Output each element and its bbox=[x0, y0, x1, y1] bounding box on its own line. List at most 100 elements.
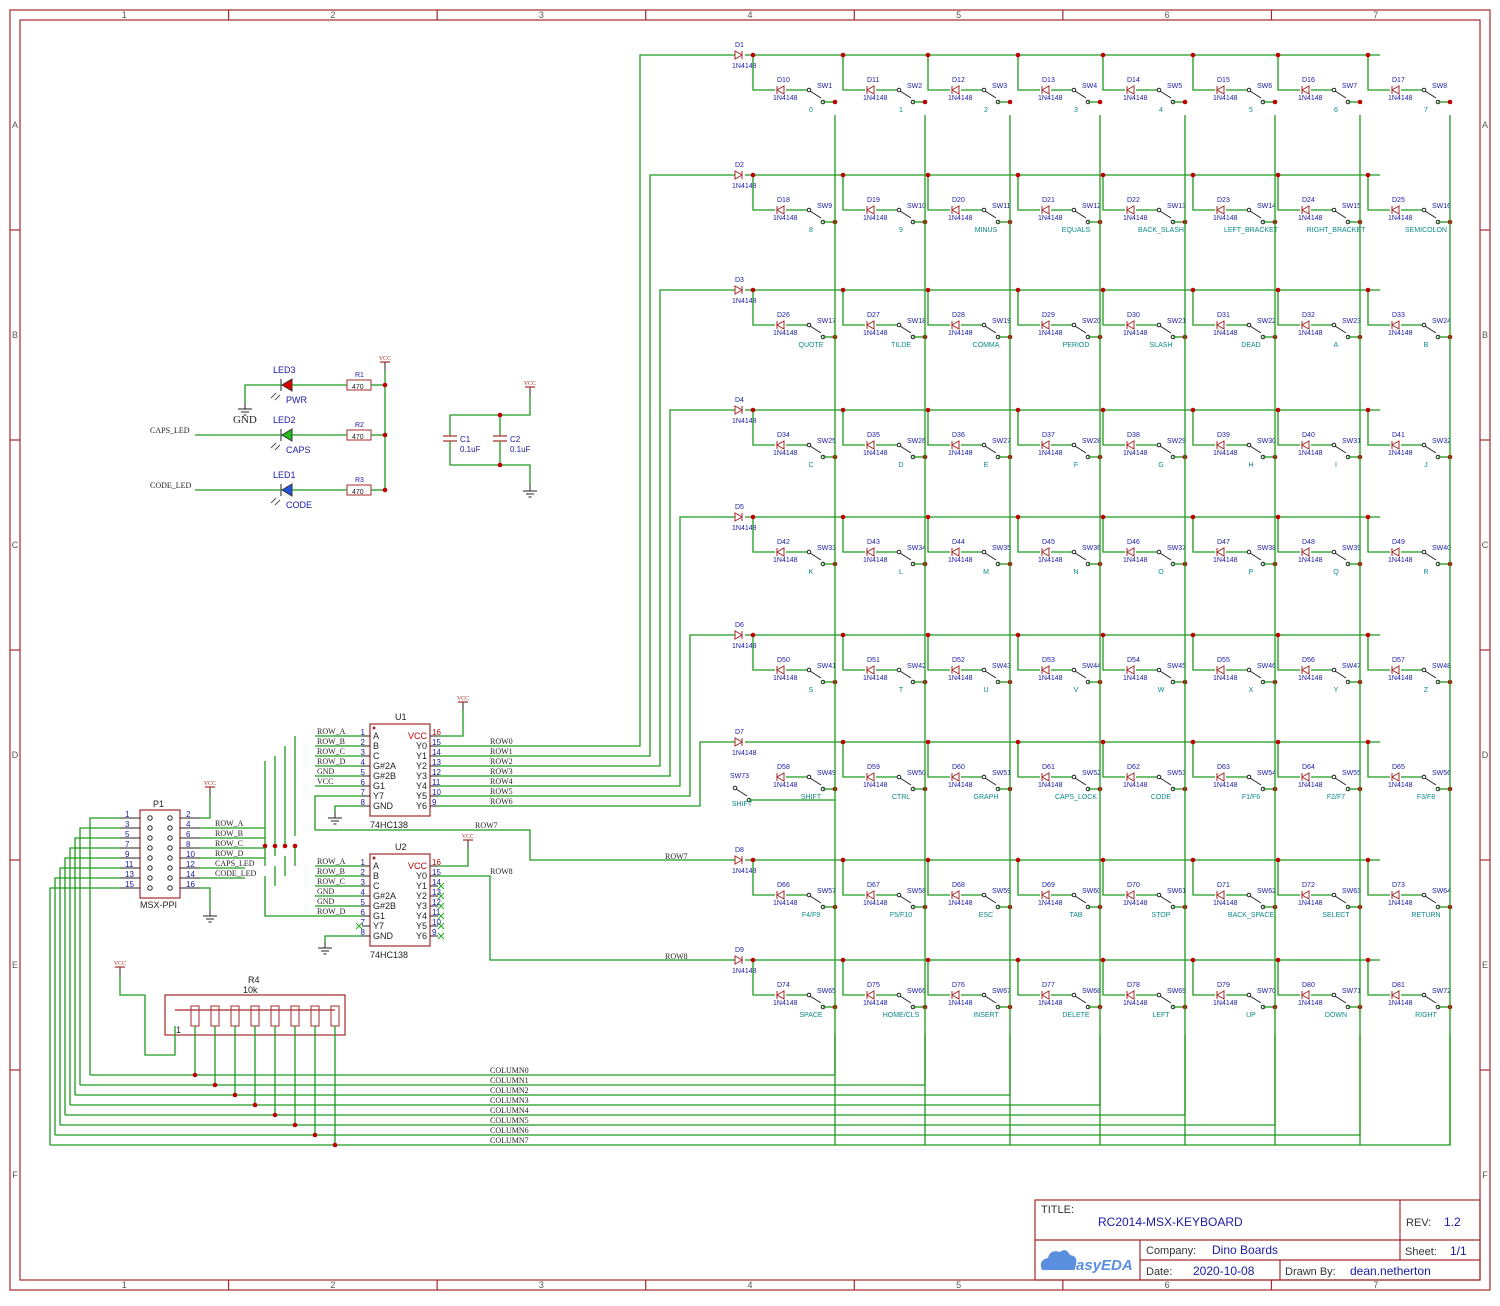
key-label: N bbox=[1073, 569, 1078, 576]
diode-body bbox=[734, 855, 744, 865]
connector-net: ROW_A bbox=[215, 819, 244, 828]
connector-pin-odd: 5 bbox=[125, 830, 130, 839]
wire bbox=[927, 860, 950, 896]
diode-body bbox=[1300, 320, 1310, 330]
no-connect-mark bbox=[437, 912, 445, 920]
key-label: E bbox=[984, 462, 989, 469]
u2-output-net: ROW8 bbox=[490, 867, 513, 876]
matrix-diode-part: 1N4148 bbox=[1038, 450, 1063, 457]
ic-pin-name: GND bbox=[373, 801, 394, 811]
key-switch bbox=[1246, 87, 1266, 105]
vcc-symbol: VCC bbox=[524, 381, 536, 395]
ic-pin-name: GND bbox=[373, 931, 394, 941]
switch-ref: SW36 bbox=[1082, 545, 1101, 552]
switch-ref: SW31 bbox=[1342, 438, 1361, 445]
switch-contact bbox=[896, 549, 902, 555]
matrix-diode-part: 1N4148 bbox=[948, 900, 973, 907]
key-switch bbox=[981, 322, 1001, 340]
key-label: DELETE bbox=[1062, 1012, 1090, 1019]
key-switch bbox=[1246, 667, 1266, 685]
diode-body bbox=[1215, 440, 1225, 450]
wire bbox=[200, 887, 211, 910]
key-switch bbox=[1331, 667, 1351, 685]
ic-pin-name: G#2A bbox=[373, 891, 396, 901]
switch-contact bbox=[806, 442, 812, 448]
junction-dot bbox=[1015, 957, 1021, 963]
switch-lever bbox=[1334, 995, 1347, 1004]
led-ref: LED1 bbox=[273, 470, 296, 480]
matrix-diode bbox=[865, 890, 875, 900]
vcc-symbol: VCC bbox=[457, 696, 469, 710]
switch-lever bbox=[1334, 895, 1347, 904]
junction-dot bbox=[497, 462, 503, 468]
switch-ref: SW4 bbox=[1082, 83, 1097, 90]
grid-column-label: 7 bbox=[1373, 1280, 1378, 1290]
connector-ref: P1 bbox=[153, 799, 164, 809]
key-switch bbox=[1246, 442, 1266, 460]
matrix-diode bbox=[1300, 990, 1310, 1000]
switch-contact bbox=[732, 785, 738, 791]
matrix-diode-part: 1N4148 bbox=[1038, 1000, 1063, 1007]
matrix-diode-part: 1N4148 bbox=[1038, 557, 1063, 564]
diode-body bbox=[950, 890, 960, 900]
switch-ref: SW23 bbox=[1342, 318, 1361, 325]
connector-pin-odd: 15 bbox=[125, 880, 134, 889]
diode-body bbox=[775, 772, 785, 782]
matrix-diode-ref: D32 bbox=[1302, 312, 1315, 319]
grid-row-label: B bbox=[12, 330, 18, 340]
key-label: Z bbox=[1424, 687, 1429, 694]
wire bbox=[119, 975, 176, 1056]
key-label: SPACE bbox=[799, 1012, 823, 1019]
switch-ref: SW8 bbox=[1432, 83, 1447, 90]
switch-contact bbox=[1421, 667, 1427, 673]
switch-lever bbox=[1249, 325, 1262, 334]
switch-contact bbox=[1421, 892, 1427, 898]
switch-lever bbox=[1074, 777, 1087, 786]
grid-row-label: B bbox=[1482, 330, 1488, 340]
wire bbox=[1102, 960, 1125, 996]
junction-dot bbox=[750, 407, 756, 413]
matrix-diode bbox=[865, 440, 875, 450]
key-switch bbox=[1246, 207, 1266, 225]
matrix-diode-ref: D24 bbox=[1302, 197, 1315, 204]
wire bbox=[74, 837, 120, 1095]
connector-pin-even: 8 bbox=[186, 840, 191, 849]
switch-ref: SW2 bbox=[907, 83, 922, 90]
wire bbox=[1367, 55, 1390, 91]
switch-ref: SW66 bbox=[907, 988, 926, 995]
switch-lever bbox=[1249, 895, 1262, 904]
matrix-diode-ref: D12 bbox=[952, 77, 965, 84]
no-connect-mark bbox=[355, 922, 363, 930]
matrix-diode-ref: D10 bbox=[777, 77, 790, 84]
switch-ref: SW21 bbox=[1167, 318, 1186, 325]
junction-dot bbox=[1190, 957, 1196, 963]
switch-ref: SW52 bbox=[1082, 770, 1101, 777]
matrix-diode-part: 1N4148 bbox=[1038, 900, 1063, 907]
matrix-diode-part: 1N4148 bbox=[948, 675, 973, 682]
switch-contact bbox=[1246, 774, 1252, 780]
wire bbox=[1017, 860, 1040, 896]
wire bbox=[438, 634, 735, 797]
diode-body bbox=[950, 85, 960, 95]
wire bbox=[1102, 410, 1125, 446]
row-diode-ref: D4 bbox=[735, 397, 744, 404]
ic-pin-name: VCC bbox=[408, 731, 428, 741]
junction-dot bbox=[1190, 407, 1196, 413]
switch-ref: SW40 bbox=[1432, 545, 1451, 552]
key-label: T bbox=[899, 687, 904, 694]
matrix-diode-part: 1N4148 bbox=[948, 557, 973, 564]
wire bbox=[1102, 742, 1125, 778]
matrix-diode-ref: D14 bbox=[1127, 77, 1140, 84]
switch-lever bbox=[1159, 445, 1172, 454]
matrix-diode bbox=[950, 440, 960, 450]
connector-pin-odd: 13 bbox=[125, 870, 134, 879]
matrix-diode-part: 1N4148 bbox=[1213, 557, 1238, 564]
diode-body bbox=[950, 990, 960, 1000]
matrix-diode bbox=[775, 990, 785, 1000]
junction-dot bbox=[292, 1122, 298, 1128]
junction-dot bbox=[1015, 857, 1021, 863]
matrix-diode bbox=[1390, 547, 1400, 557]
key-label: Y bbox=[1334, 687, 1339, 694]
matrix-diode-part: 1N4148 bbox=[948, 1000, 973, 1007]
wire bbox=[50, 1035, 1451, 1146]
